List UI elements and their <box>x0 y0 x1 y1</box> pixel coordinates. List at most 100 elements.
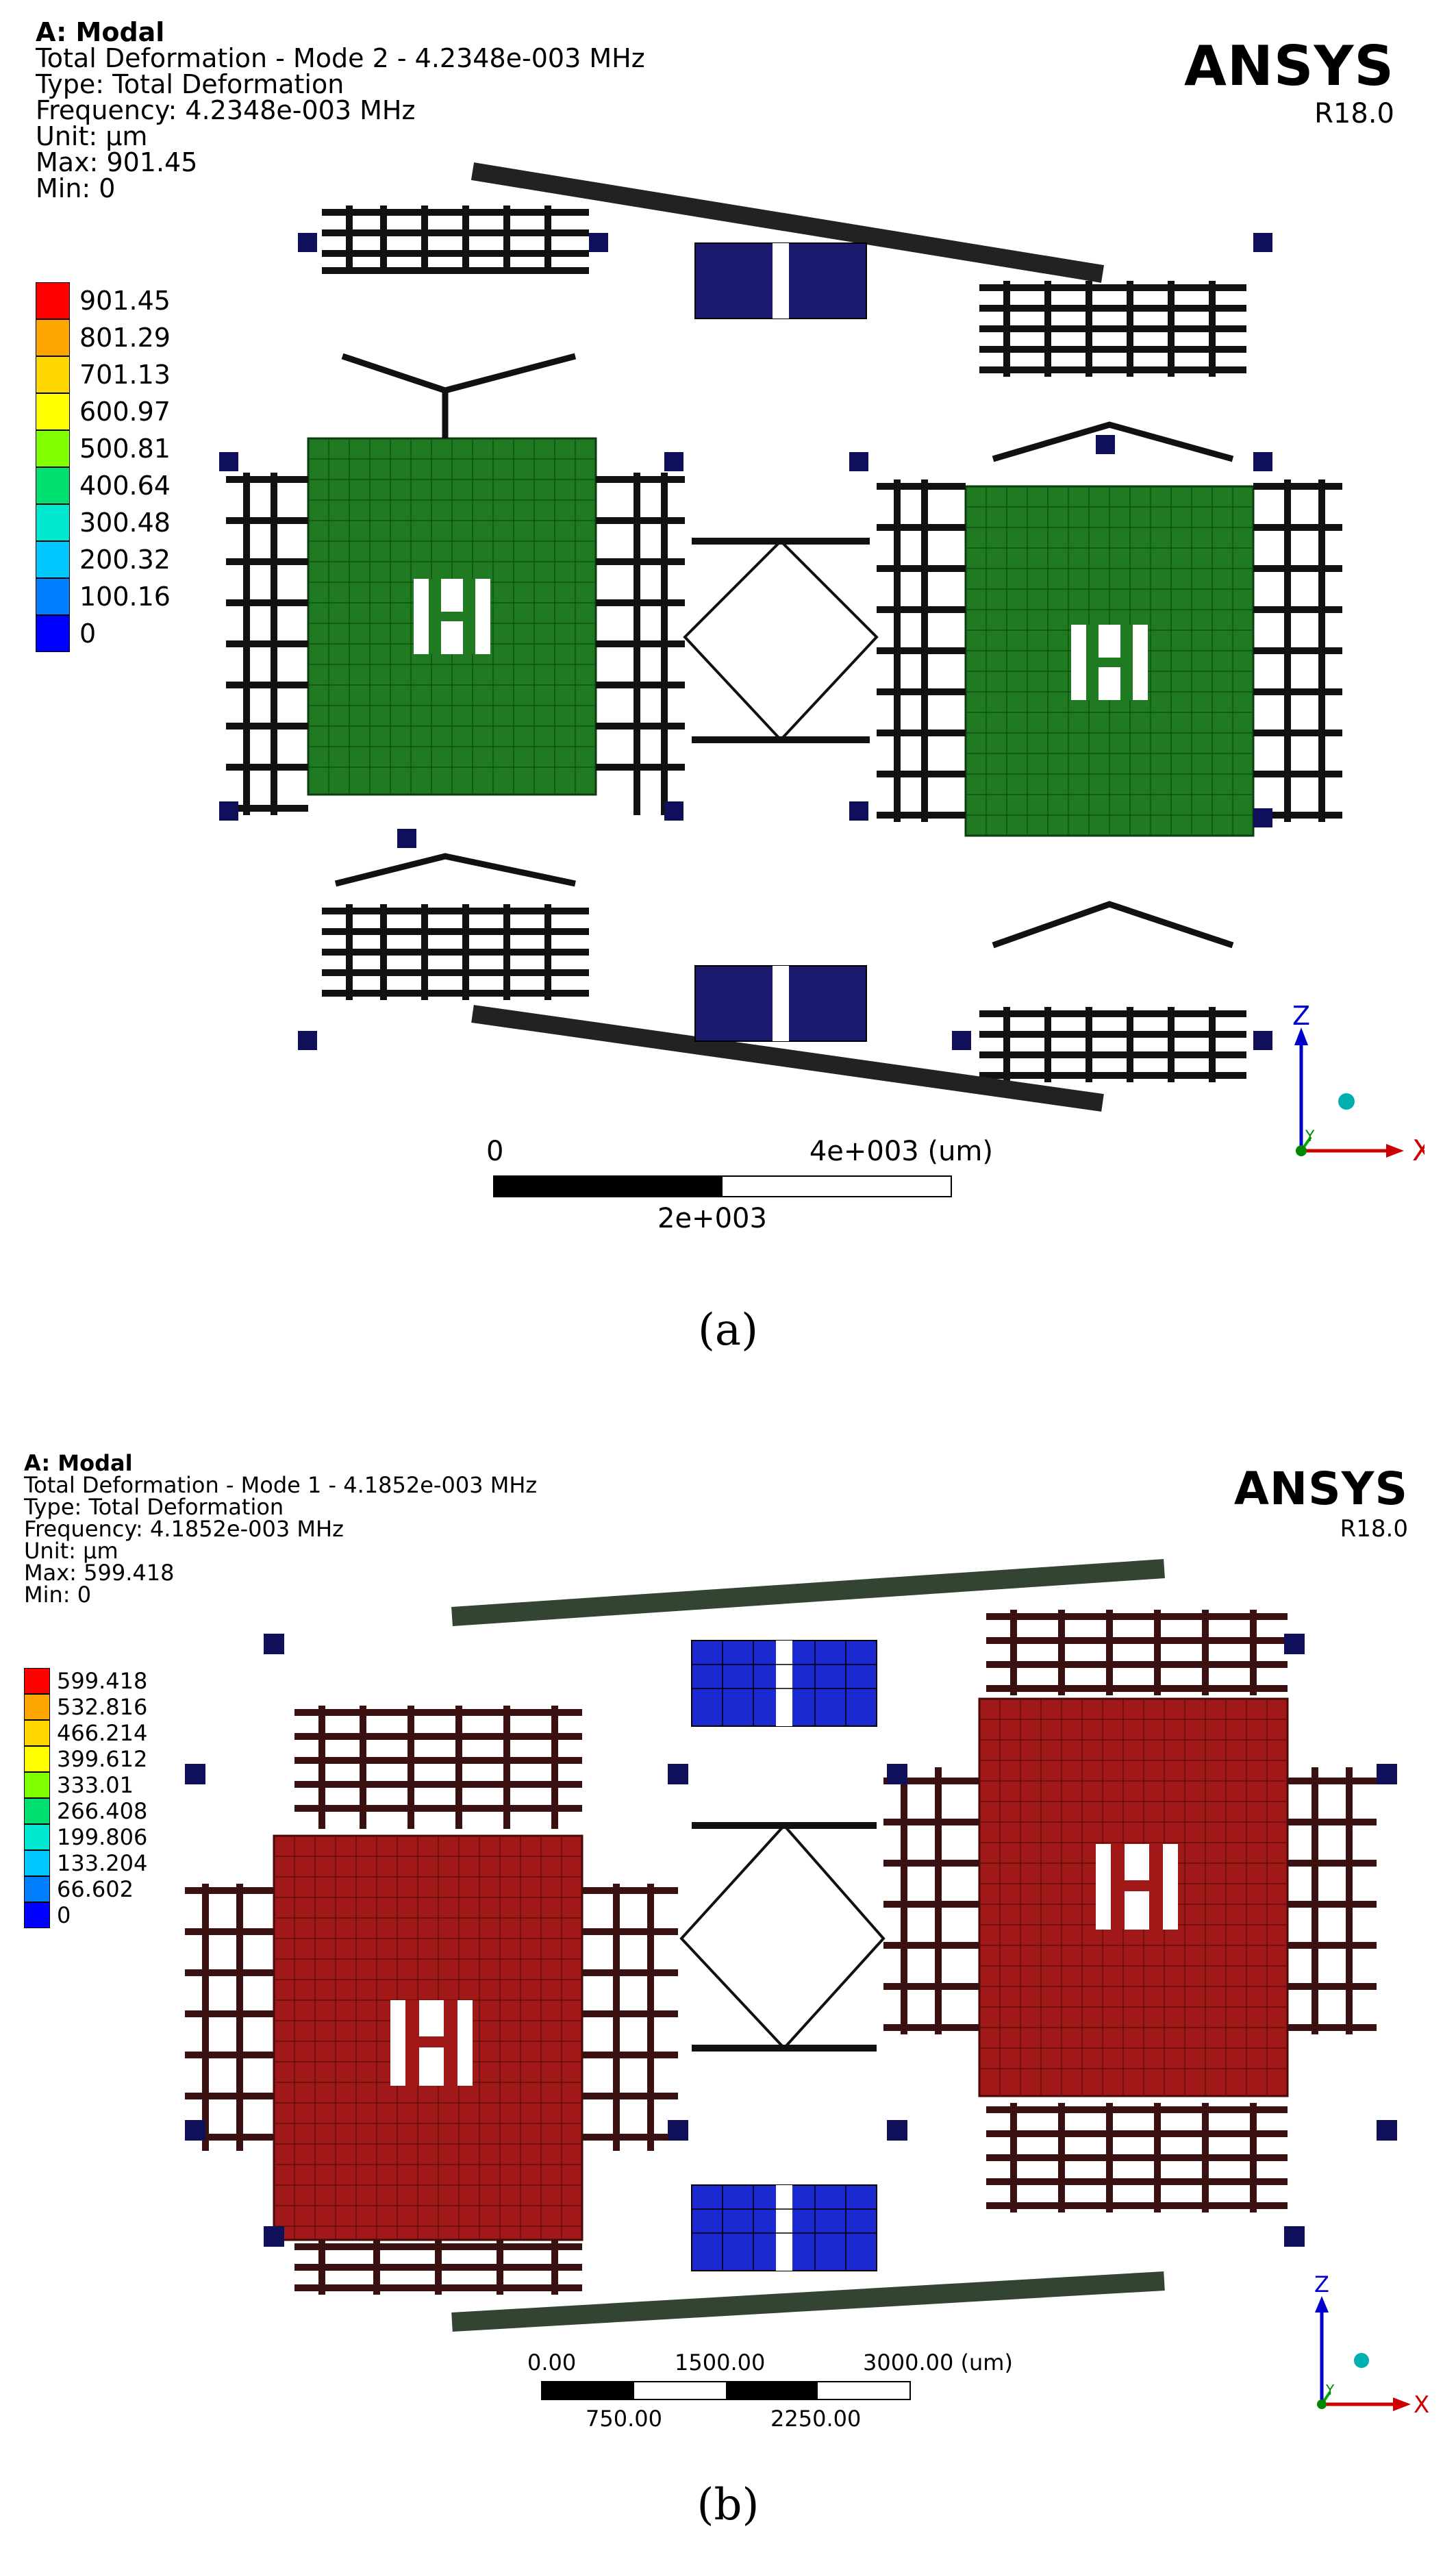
folded-beams <box>226 205 1342 1082</box>
legend-swatch <box>36 356 70 393</box>
folded-beams <box>185 1610 1377 2295</box>
legend-value: 200.32 <box>79 545 171 575</box>
info-line: Total Deformation - Mode 2 - 4.2348e-003… <box>36 43 645 73</box>
legend-swatch <box>24 1798 50 1824</box>
caption-b: (b) <box>696 2480 760 2530</box>
legend-swatch <box>36 578 70 615</box>
legend-value: 599.418 <box>57 1668 148 1694</box>
legend-value: 600.97 <box>79 397 171 427</box>
scale-label: 2250.00 <box>770 2406 862 2432</box>
center-coupler <box>683 538 879 743</box>
scale-label: 0 <box>486 1136 504 1167</box>
scale-label: 0.00 <box>527 2349 577 2376</box>
info-line: Min: 0 <box>24 1582 92 1608</box>
info-line: Type: Total Deformation <box>24 1494 284 1520</box>
legend-value: 801.29 <box>79 323 171 353</box>
axis-x-label: X <box>1412 1134 1424 1167</box>
legend-swatch <box>24 1668 50 1694</box>
axis-z-label: Z <box>1314 2271 1329 2297</box>
scale-label: 2e+003 <box>657 1203 767 1234</box>
color-legend: 901.45 801.29 701.13 600.97 500.81 400.6… <box>36 282 171 652</box>
mass-block-left <box>307 437 597 796</box>
logo-version: R18.0 <box>1340 1515 1408 1543</box>
coupling-springs <box>334 353 1234 949</box>
legend-swatch <box>36 393 70 430</box>
legend-swatch <box>24 1694 50 1720</box>
info-line: Unit: µm <box>36 121 148 151</box>
info-line: Frequency: 4.1852e-003 MHz <box>24 1516 344 1542</box>
logo-version: R18.0 <box>1314 98 1394 129</box>
scale-label: 1500.00 <box>675 2349 766 2376</box>
mass-block-right <box>964 485 1255 837</box>
analysis-title: A: Modal <box>24 1450 133 1476</box>
legend-value: 466.214 <box>57 1720 148 1746</box>
logo-brand: ANSYS <box>1233 1462 1408 1515</box>
fem-model-view <box>185 1559 1397 2332</box>
legend-value: 133.204 <box>57 1850 148 1876</box>
caption-a: (a) <box>697 1305 759 1356</box>
panel-b: A: Modal Total Deformation - Mode 1 - 4.… <box>0 1288 1456 2568</box>
legend-value: 333.01 <box>57 1772 134 1798</box>
legend-value: 500.81 <box>79 434 171 464</box>
legend-value: 0 <box>57 1902 71 1928</box>
analysis-title: A: Modal <box>36 17 165 47</box>
info-line: Unit: µm <box>24 1538 118 1564</box>
legend-swatch <box>24 1902 50 1928</box>
scale-label: 3000.00 (um) <box>863 2349 1013 2376</box>
axis-triad: Z X Y <box>1314 2271 1429 2419</box>
axis-y-label: Y <box>1305 1128 1315 1145</box>
legend-swatch <box>36 319 70 356</box>
mass-block-left <box>273 1834 583 2241</box>
info-line: Total Deformation - Mode 1 - 4.1852e-003… <box>24 1472 538 1498</box>
anchor-blocks <box>694 242 867 1042</box>
mass-block-right <box>978 1697 1289 2097</box>
axis-triad: Z X Y <box>1292 1001 1424 1167</box>
info-line: Type: Total Deformation <box>36 69 344 99</box>
legend-value: 300.48 <box>79 508 171 538</box>
legend-swatch <box>36 467 70 504</box>
panel-a: A: Modal Total Deformation - Mode 2 - 4.… <box>36 19 1424 1356</box>
ansys-logo: ANSYS R18.0 <box>1234 1462 1408 1543</box>
legend-swatch <box>24 1850 50 1876</box>
legend-swatch <box>24 1746 50 1772</box>
legend-swatch <box>36 282 70 319</box>
result-info: A: Modal Total Deformation - Mode 2 - 4.… <box>36 19 645 201</box>
legend-swatch <box>24 1772 50 1798</box>
legend-value: 532.816 <box>57 1694 148 1720</box>
info-line: Max: 901.45 <box>36 147 198 177</box>
legend-swatch <box>24 1824 50 1850</box>
logo-brand: ANSYS <box>1183 34 1394 98</box>
anchor-pads <box>185 1634 1397 2247</box>
legend-value: 399.612 <box>57 1746 148 1772</box>
scale-bar: 0.00 1500.00 3000.00 (um) 750.00 2250.00 <box>527 2349 1013 2432</box>
scale-bar-graphic <box>493 1175 952 1197</box>
scale-label: 4e+003 (um) <box>809 1136 993 1167</box>
legend-value: 901.45 <box>79 286 171 316</box>
legend-value: 0 <box>79 619 97 649</box>
info-line: Min: 0 <box>36 173 116 203</box>
axis-y-label: Y <box>1325 2382 1335 2398</box>
anchor-blocks <box>691 1640 877 2271</box>
legend-swatch <box>36 430 70 467</box>
legend-swatch <box>24 1720 50 1746</box>
scale-bar: 0 4e+003 (um) 2e+003 <box>486 1136 993 1234</box>
legend-value: 400.64 <box>79 471 171 501</box>
color-legend: 599.418 532.816 466.214 399.612 333.01 2… <box>24 1668 147 1928</box>
legend-swatch <box>24 1876 50 1902</box>
info-line: Max: 599.418 <box>24 1560 175 1586</box>
long-tilt-beams <box>451 1559 1165 2332</box>
legend-swatch <box>36 541 70 578</box>
scale-label: 750.00 <box>586 2406 662 2432</box>
fem-model-view <box>219 162 1342 1112</box>
result-info: A: Modal Total Deformation - Mode 1 - 4.… <box>24 1452 537 1606</box>
long-tilt-beams <box>470 162 1105 1112</box>
axis-x-label: X <box>1414 2391 1429 2419</box>
legend-swatch <box>36 615 70 652</box>
legend-value: 199.806 <box>57 1824 148 1850</box>
ansys-logo: ANSYS R18.0 <box>1184 34 1394 129</box>
legend-value: 701.13 <box>79 360 171 390</box>
anchor-pads <box>219 233 1272 1050</box>
legend-swatch <box>36 504 70 541</box>
axis-z-label: Z <box>1292 1001 1310 1031</box>
scale-bar-graphic <box>541 2381 911 2400</box>
